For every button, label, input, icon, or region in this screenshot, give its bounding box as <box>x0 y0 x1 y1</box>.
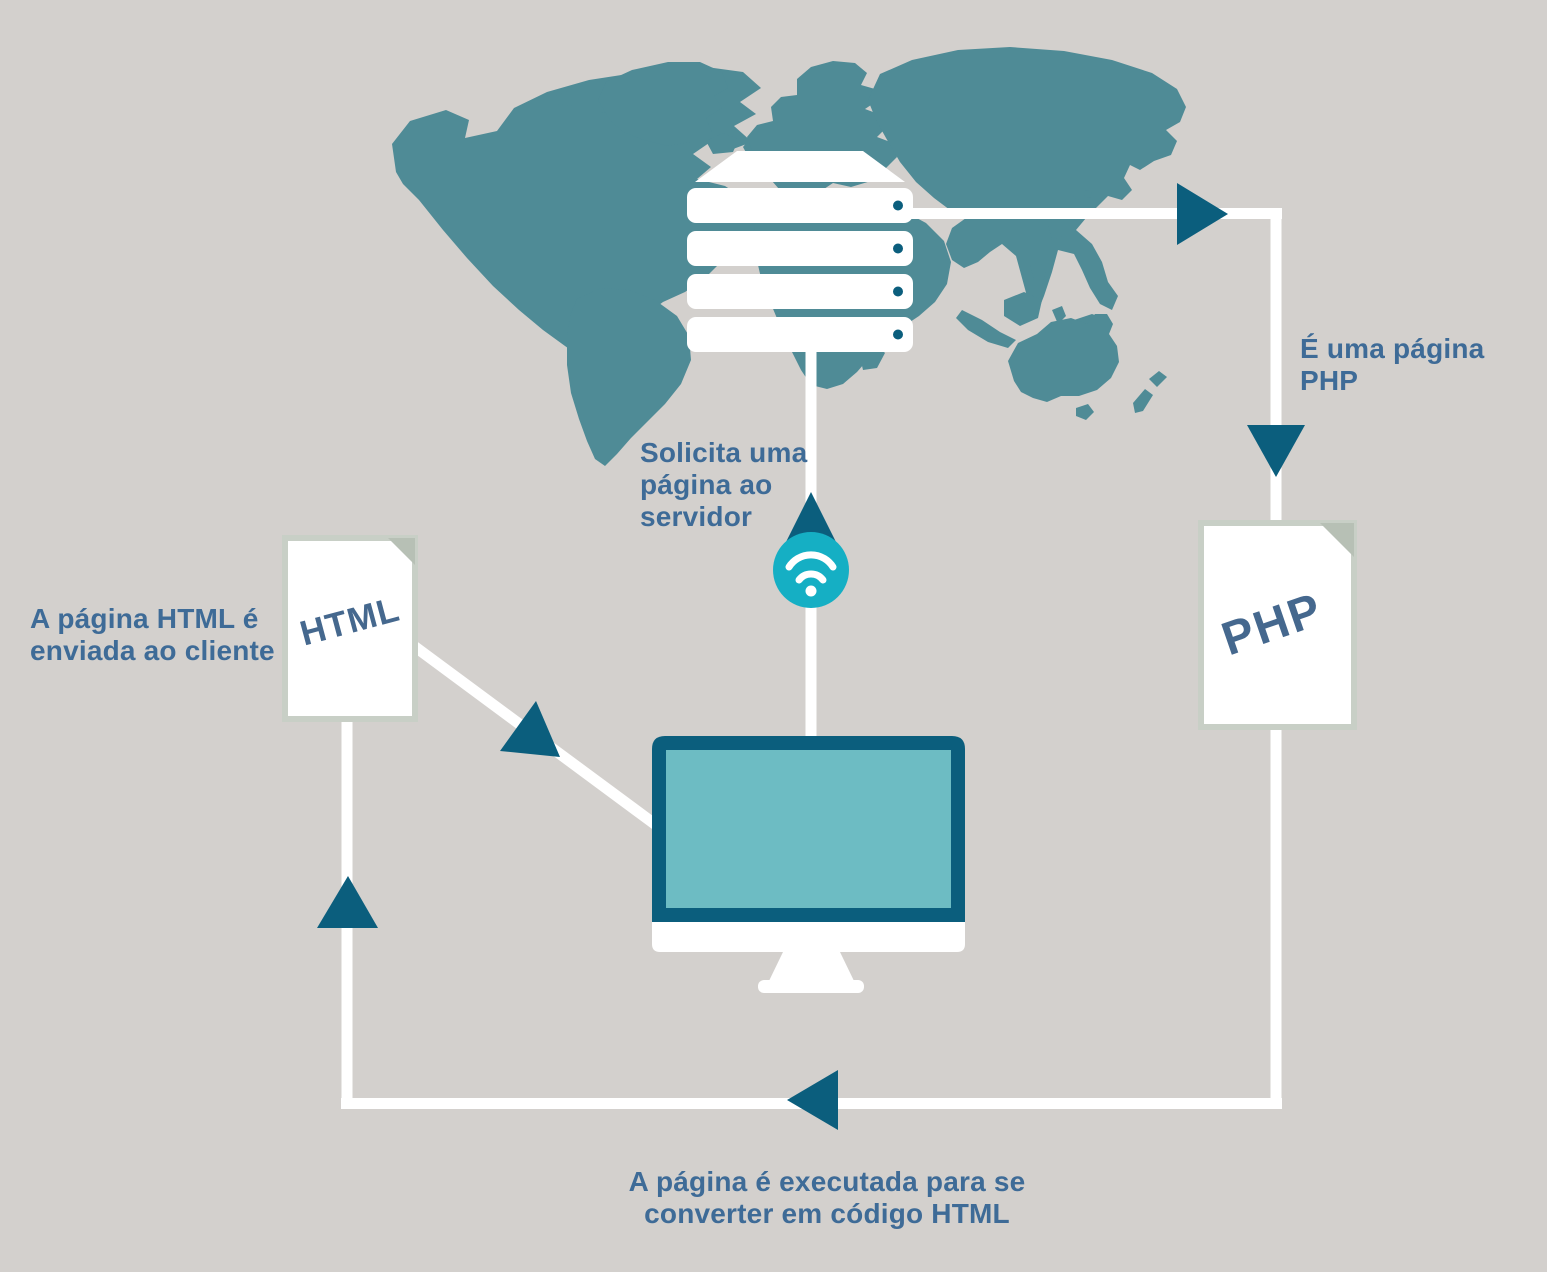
arrow-diagonal-icon <box>500 701 560 757</box>
php-document-icon <box>1198 520 1357 730</box>
map-tasmania <box>1076 404 1094 420</box>
map-new-zealand <box>1149 371 1167 387</box>
map-new-zealand <box>1133 389 1153 413</box>
map-borneo <box>1004 292 1042 326</box>
label-html-sent-to-client: A página HTML é enviada ao cliente <box>30 603 275 666</box>
html-document-fold <box>388 538 415 565</box>
wifi-pin-icon <box>773 492 849 608</box>
label-is-php-page: É uma página PHP <box>1300 333 1485 396</box>
flow-arrows <box>317 183 1305 1130</box>
server-rack-unit <box>687 231 913 266</box>
connector-server-to-right <box>905 208 1282 219</box>
arrow-right-icon <box>1177 183 1228 245</box>
monitor-stand-neck <box>768 952 855 983</box>
php-document-page <box>1198 520 1357 730</box>
label-request-page: Solicita uma página ao servidor <box>640 437 808 532</box>
map-asia <box>868 47 1186 316</box>
map-south-america <box>567 288 691 466</box>
monitor-screen <box>666 750 951 908</box>
html-document-icon <box>282 535 418 722</box>
wifi-icon <box>785 551 837 571</box>
monitor-stand-base <box>758 980 864 993</box>
arrow-left-icon <box>787 1070 838 1130</box>
html-document-page <box>282 535 418 722</box>
map-arctic-island <box>556 88 588 106</box>
map-greenland <box>598 62 728 146</box>
monitor-icon <box>652 736 965 993</box>
map-philippines <box>1030 262 1046 286</box>
map-iceland <box>706 133 739 154</box>
server-led-dot <box>893 329 903 340</box>
wifi-icon <box>795 570 827 584</box>
map-sulawesi <box>1052 306 1066 324</box>
arrow-down-icon <box>1247 425 1305 477</box>
server-led-dot <box>893 200 903 211</box>
wifi-pin-circle <box>773 532 849 608</box>
map-indonesia <box>956 310 1016 348</box>
server-rack-icon <box>687 151 913 352</box>
monitor-chin <box>652 918 965 952</box>
server-rack-unit <box>687 274 913 309</box>
arrow-up-icon <box>317 876 378 928</box>
server-rack-unit <box>687 317 913 352</box>
wifi-icon <box>805 585 817 597</box>
map-japan <box>1084 190 1092 198</box>
server-led-dot <box>893 243 903 254</box>
php-document-fold <box>1320 523 1354 557</box>
map-australia <box>1008 314 1119 402</box>
server-top <box>695 151 905 182</box>
server-led-dot <box>893 286 903 297</box>
label-page-executed: A página é executada para se converter e… <box>628 1166 1026 1229</box>
server-rack-unit <box>687 188 913 223</box>
